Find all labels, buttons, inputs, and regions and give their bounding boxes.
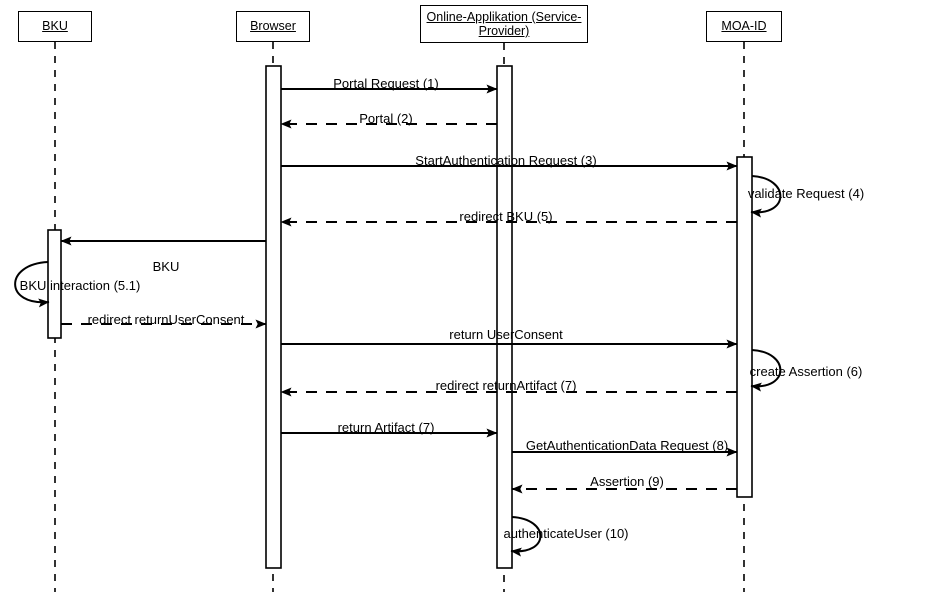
message-label-m12: return Artifact (7) bbox=[337, 420, 435, 435]
activation-bar-bku bbox=[47, 229, 62, 339]
lifeline-header-oa: Online-Applikation (Service-Provider) bbox=[420, 5, 588, 43]
lifeline-header-browser: Browser bbox=[236, 11, 310, 42]
message-label-m8: redirect returnUserConsent bbox=[87, 312, 245, 327]
message-label-m3: StartAuthentication Request (3) bbox=[415, 153, 597, 168]
message-label-m7: BKU interaction (5.1) bbox=[19, 278, 141, 293]
message-label-m11: redirect returnArtifact (7) bbox=[435, 378, 577, 393]
activation-bar-oa bbox=[496, 65, 513, 569]
lifeline-label-bku: BKU bbox=[42, 19, 68, 34]
self-message-m7 bbox=[14, 261, 50, 308]
messages-layer bbox=[14, 84, 782, 557]
self-message-m15 bbox=[510, 516, 542, 557]
activations-layer bbox=[47, 65, 753, 569]
lifeline-label-oa: Online-Applikation (Service-Provider) bbox=[426, 9, 582, 38]
message-label-m9: return UserConsent bbox=[449, 327, 563, 342]
lifeline-header-moaid: MOA-ID bbox=[706, 11, 782, 42]
message-label-m14: Assertion (9) bbox=[590, 474, 664, 489]
message-label-m2: Portal (2) bbox=[359, 111, 413, 126]
message-label-m5: redirect BKU (5) bbox=[459, 209, 553, 224]
message-label-m1: Portal Request (1) bbox=[333, 76, 439, 91]
message-label-m6: BKU bbox=[152, 259, 180, 274]
lifeline-header-bku: BKU bbox=[18, 11, 92, 42]
activation-bar-moaid bbox=[736, 156, 753, 498]
message-label-m13: GetAuthenticationData Request (8) bbox=[525, 438, 729, 453]
message-label-m4: validate Request (4) bbox=[747, 186, 865, 201]
activation-bar-browser bbox=[265, 65, 282, 569]
message-label-m15: authenticateUser (10) bbox=[503, 526, 629, 541]
lifeline-label-moaid: MOA-ID bbox=[721, 19, 767, 34]
lifeline-label-browser: Browser bbox=[250, 19, 296, 34]
self-message-m10 bbox=[750, 349, 782, 392]
self-message-m4 bbox=[750, 175, 782, 218]
message-label-m10: create Assertion (6) bbox=[749, 364, 863, 379]
